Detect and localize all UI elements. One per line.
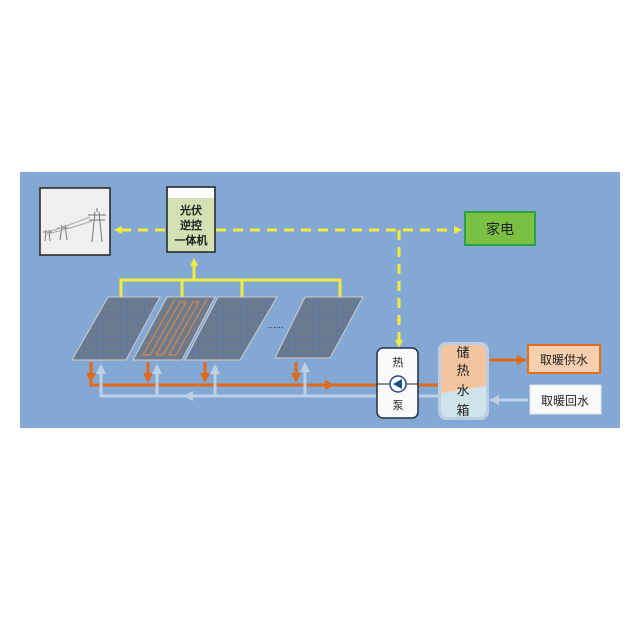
pv-bus: [119, 258, 342, 297]
heating-supply-label: 取暖供水: [540, 353, 588, 367]
appliance-box: 家电: [464, 211, 536, 246]
heating-return-label: 取暖回水: [541, 394, 589, 408]
tank-char: 水: [456, 384, 469, 399]
transmission-tower-icon: [43, 208, 106, 243]
tank-char: 箱: [456, 403, 469, 419]
power-grid: [39, 187, 111, 256]
heat-pump-label-bottom: 泵: [393, 399, 404, 412]
appliance-label: 家电: [486, 221, 514, 238]
tank-char: 储: [456, 346, 469, 361]
heating-supply-box: 取暖供水: [527, 344, 601, 374]
more-panels-ellipsis: ......: [268, 321, 283, 330]
heat-pump-label-top: 热: [393, 356, 404, 369]
pvt-panel: [132, 296, 216, 361]
inverter-controller: 光伏 逆控 一体机: [166, 186, 216, 253]
heating-return-box: 取暖回水: [529, 384, 602, 415]
inverter-label-line2: 逆控: [180, 218, 202, 232]
return-water-pipes: [96, 362, 528, 405]
inverter-label-line1: 光伏: [179, 203, 202, 217]
pump-arrow-icon: [393, 379, 402, 389]
power-dashed-lines: [114, 226, 462, 348]
solar-panel: [274, 296, 364, 359]
solar-panel: [184, 296, 278, 361]
storage-tank: 储 热 水 箱: [438, 342, 489, 420]
heat-tube-icon: [142, 298, 208, 356]
tank-char: 热: [456, 364, 469, 379]
inverter-label-line3: 一体机: [175, 233, 208, 247]
solar-panel: [71, 296, 161, 361]
solar-panels: ......: [71, 296, 364, 361]
heat-pump: 热 泵: [376, 347, 419, 419]
